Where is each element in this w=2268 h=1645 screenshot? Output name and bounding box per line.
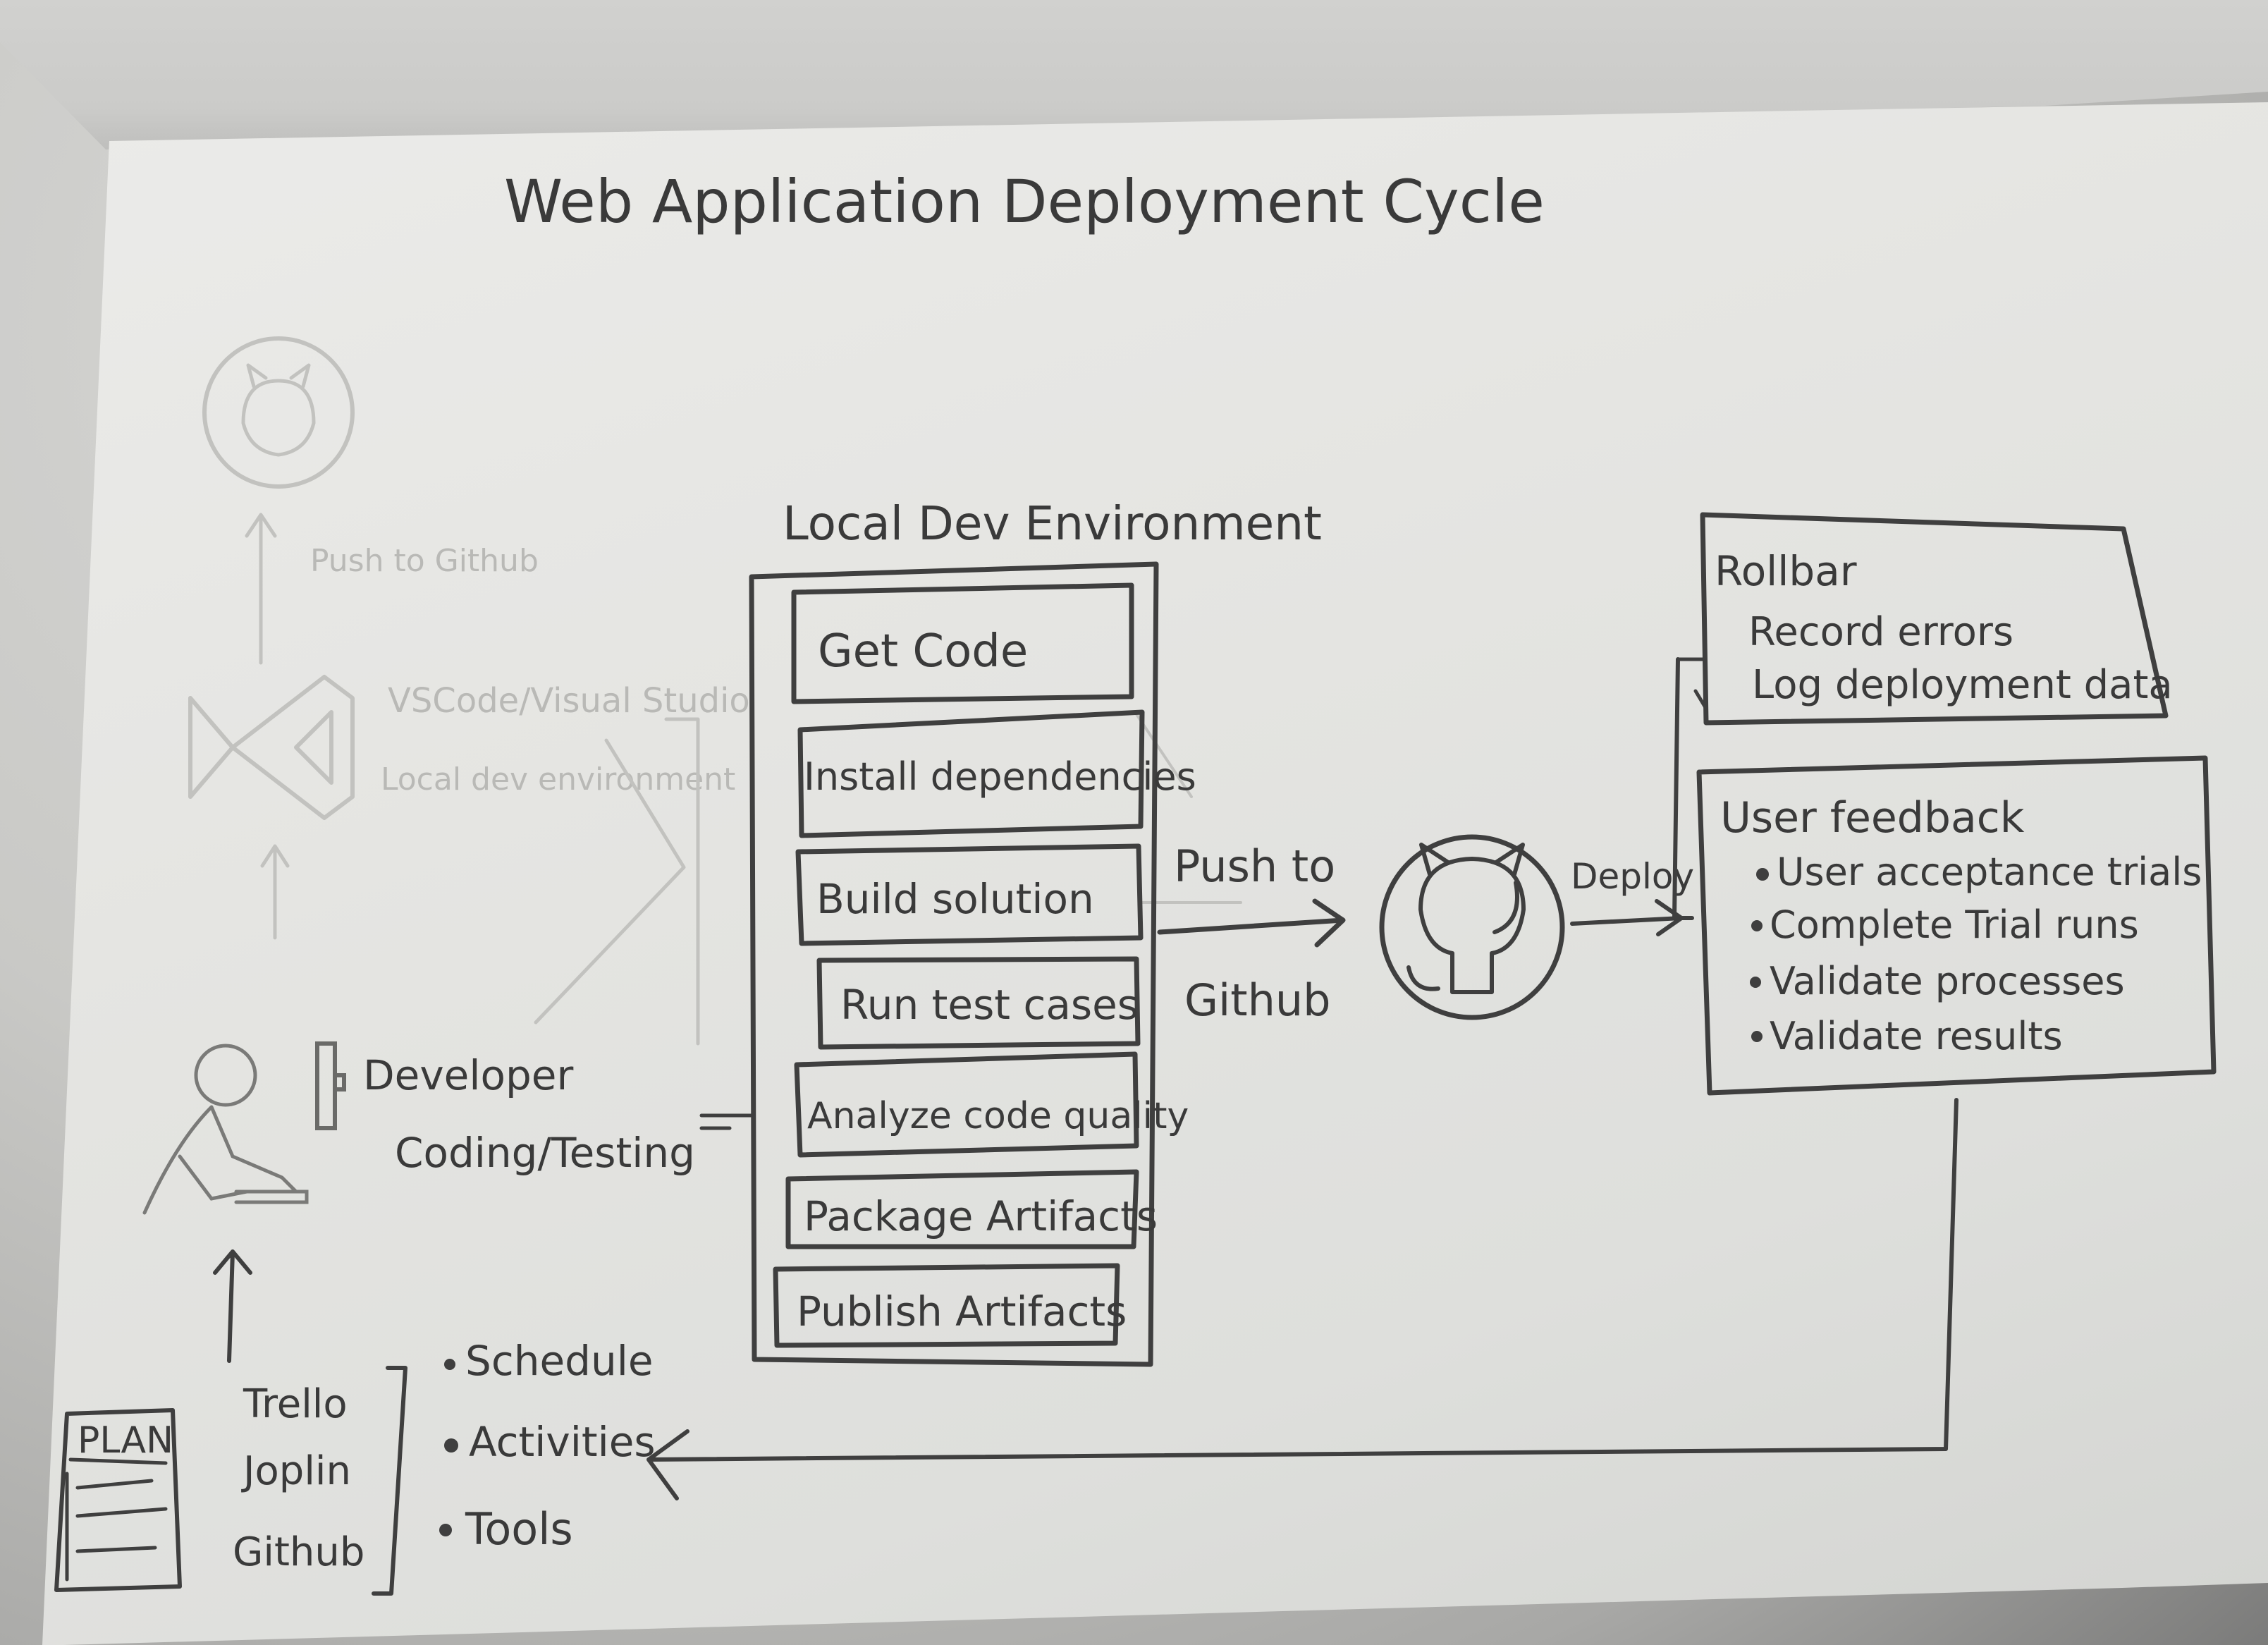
github-icon — [1379, 834, 1565, 1020]
feedback-item-4: Validate results — [1770, 1014, 2063, 1058]
feedback-bullet-1 — [1756, 868, 1769, 881]
step-box-install-dependencies: Install dependencies — [797, 709, 1196, 838]
feedback-list: User acceptance trials Complete Trial ru… — [1750, 850, 2202, 1058]
developer-label-line2: Coding/Testing — [395, 1129, 695, 1177]
plan-bullet-text-3: Tools — [465, 1503, 573, 1555]
feedback-item-2: Complete Trial runs — [1770, 903, 2139, 947]
faint-vscode-icon — [188, 675, 355, 820]
faint-local-env-label: Local dev environment — [381, 762, 735, 797]
step-label-get-code: Get Code — [818, 625, 1028, 678]
step-box-run-test-cases: Run test cases — [816, 956, 1141, 1050]
feedback-bullet-3 — [1750, 977, 1761, 988]
feedback-item-1: User acceptance trials — [1777, 850, 2202, 894]
rollbar-item-1: Record errors — [1748, 609, 2013, 655]
plan-badge: PLAN — [78, 1419, 173, 1462]
faint-scribbles — [1134, 711, 1242, 904]
step-box-build-solution: Build solution — [795, 843, 1144, 946]
plan-to-developer-arrow — [213, 1249, 252, 1363]
plan-bullet-list: Schedule Activities Tools — [439, 1337, 656, 1555]
step-box-analyze-code-quality: Analyze code quality — [794, 1051, 1189, 1158]
rollbar-title: Rollbar — [1715, 547, 1857, 595]
developer-label-line1: Developer — [363, 1051, 573, 1099]
step-label-publish-artifacts: Publish Artifacts — [797, 1288, 1127, 1335]
push-label-line2: Github — [1184, 974, 1331, 1026]
plan-bullet-text-1: Schedule — [465, 1337, 654, 1385]
plan-tool-1: Trello — [243, 1381, 348, 1427]
local-dev-heading: Local Dev Environment — [783, 496, 1322, 551]
faint-vscode-label: VSCode/Visual Studio — [388, 681, 750, 721]
faint-arrow-up-2 — [260, 844, 290, 940]
plan-bullet-3 — [439, 1524, 452, 1536]
user-feedback-title: User feedback — [1720, 793, 2025, 843]
step-label-install-dependencies: Install dependencies — [804, 754, 1196, 799]
plan-document-icon: PLAN — [54, 1408, 182, 1592]
plan-bullet-text-2: Activities — [469, 1418, 656, 1466]
faint-connector-lines — [534, 717, 700, 1046]
feedback-bullet-2 — [1751, 920, 1763, 931]
push-arrow — [1157, 898, 1346, 948]
plan-bracket — [372, 1366, 407, 1596]
feedback-bullet-4 — [1751, 1031, 1763, 1042]
plan-tool-2: Joplin — [241, 1448, 351, 1494]
local-dev-container — [749, 561, 1159, 1367]
step-label-analyze-code-quality: Analyze code quality — [807, 1095, 1189, 1137]
rollbar-box: Rollbar Record errors Log deployment dat… — [1676, 512, 2173, 726]
faint-push-label: Push to Github — [310, 543, 539, 579]
push-label-line1: Push to — [1174, 840, 1335, 892]
step-label-build-solution: Build solution — [816, 875, 1094, 923]
step-label-run-test-cases: Run test cases — [840, 981, 1139, 1029]
developer-figure — [142, 1041, 346, 1215]
plan-bullet-1 — [444, 1359, 455, 1370]
faint-arrow-up-1 — [245, 513, 277, 665]
step-box-package-artifacts: Package Artifacts — [785, 1169, 1158, 1249]
plan-tool-3: Github — [233, 1529, 364, 1575]
faint-github-icon — [202, 336, 355, 489]
feedback-return-arrow — [646, 1098, 1959, 1500]
user-feedback-box: User feedback User acceptance trials Com… — [1696, 755, 2217, 1096]
diagram-title: Web Application Deployment Cycle — [504, 167, 1545, 236]
step-box-get-code: Get Code — [791, 582, 1134, 704]
deploy-arrow — [1570, 899, 1684, 936]
plan-bullet-2 — [444, 1438, 458, 1453]
developer-connector — [699, 1113, 754, 1130]
rollbar-item-2: Log deployment data — [1752, 662, 2173, 708]
deploy-bracket — [1672, 657, 1694, 920]
feedback-item-3: Validate processes — [1770, 959, 2125, 1003]
step-label-package-artifacts: Package Artifacts — [804, 1192, 1158, 1240]
step-box-publish-artifacts: Publish Artifacts — [773, 1263, 1127, 1348]
